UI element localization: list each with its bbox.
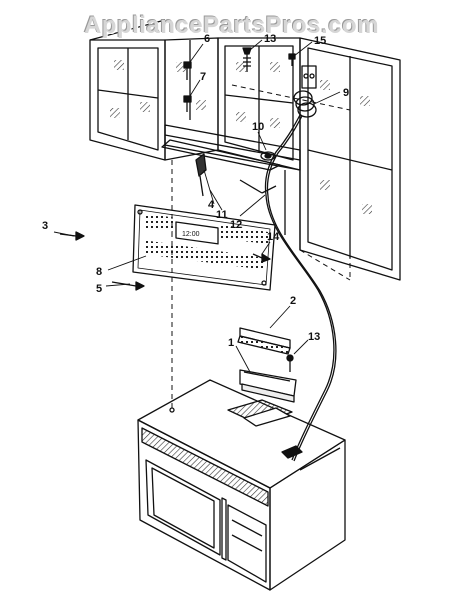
- glass-hatching: [110, 60, 372, 214]
- callout-6: 6: [204, 33, 210, 45]
- callout-7: 7: [200, 71, 206, 83]
- callout-10: 10: [252, 121, 264, 133]
- callout-15: 15: [314, 35, 326, 47]
- leader-lines: [53, 39, 341, 373]
- callout-4: 4: [208, 199, 215, 211]
- callout-11: 11: [216, 209, 228, 221]
- callout-13-lower: 13: [308, 331, 320, 343]
- wall-outlet-assembly: [264, 65, 337, 462]
- callout-5: 5: [96, 283, 102, 295]
- callout-13-top: 13: [264, 33, 276, 45]
- callout-8: 8: [96, 266, 102, 278]
- grease-filters: [237, 327, 297, 403]
- hidden-edges: [171, 84, 351, 410]
- toggle-clip: [195, 153, 207, 197]
- callout-1: 1: [228, 337, 234, 349]
- callout-14: 14: [267, 231, 280, 243]
- callout-12: 12: [230, 219, 242, 231]
- callout-2: 2: [290, 295, 296, 307]
- hardware-bolts: [183, 47, 296, 112]
- watermark: AppliancePartsPros.com: [83, 12, 380, 39]
- mounting-plate: [132, 204, 276, 291]
- top-cabinet-plate: [161, 139, 281, 194]
- callout-labels: 6 7 13 15 9 10 4 11 12 3 8 5 14 2 1 13 1…: [42, 33, 349, 349]
- callout-9: 9: [343, 87, 349, 99]
- callout-3: 3: [42, 220, 48, 232]
- microwave-oven: [137, 379, 346, 591]
- lower-screw: [286, 354, 294, 372]
- panel-display-text: 12:00: [182, 231, 200, 238]
